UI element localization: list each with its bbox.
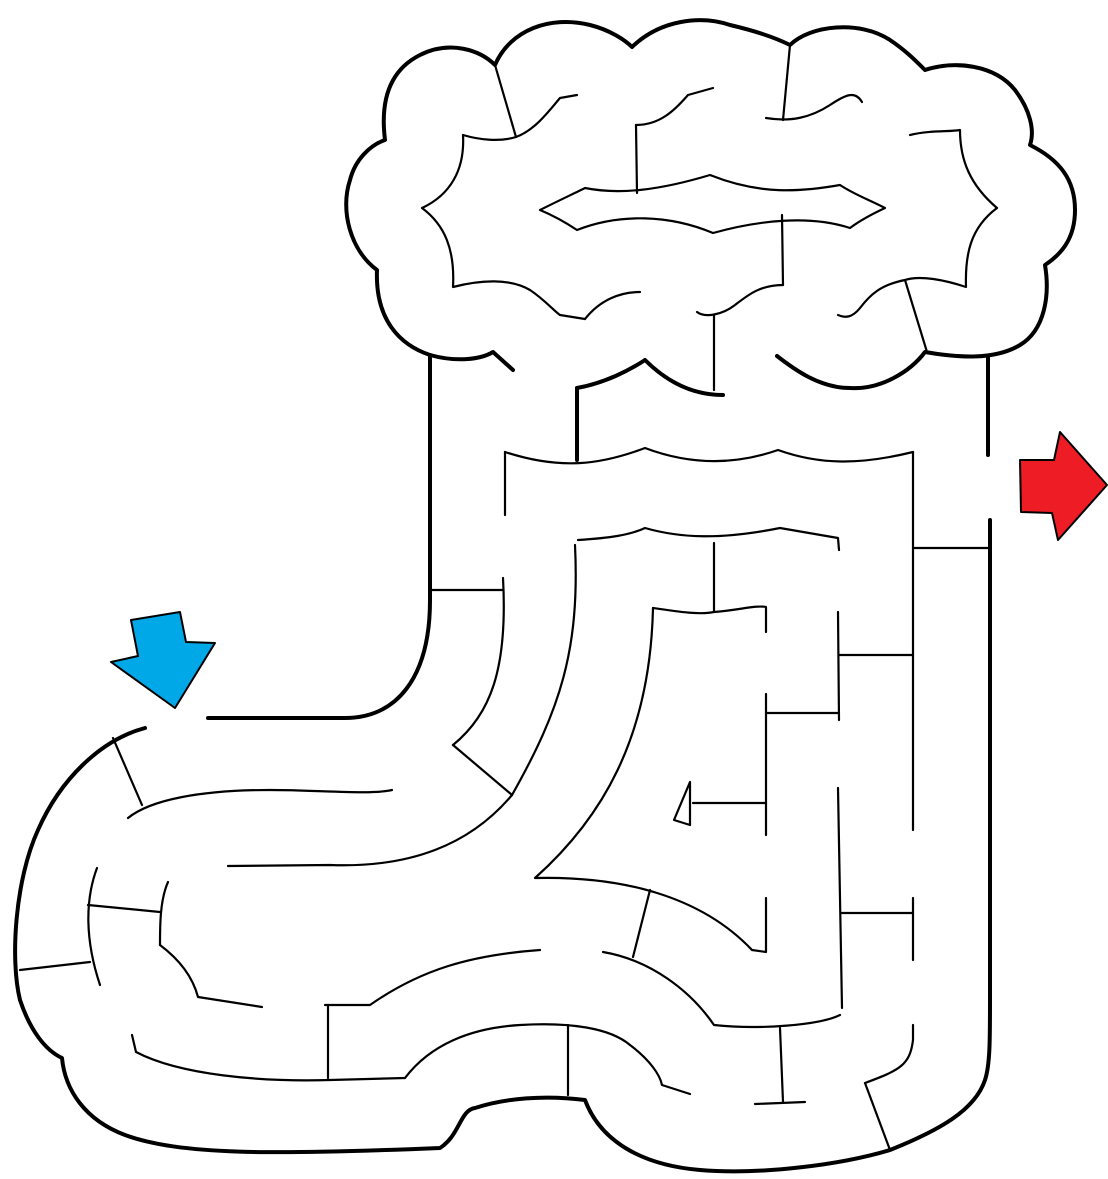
cuff-outline-left-bottom (428, 350, 515, 372)
maze-outline (13, 18, 1077, 1174)
maze-walls (18, 43, 999, 1152)
finish-area (1019, 431, 1108, 541)
leg-left-outline (206, 353, 432, 720)
cuff-outline (344, 18, 1077, 391)
arrow-down-icon (110, 611, 216, 709)
cuff-outline-mid-bottom (575, 358, 725, 397)
arrow-right-icon (1019, 431, 1108, 541)
start-area (110, 611, 216, 709)
